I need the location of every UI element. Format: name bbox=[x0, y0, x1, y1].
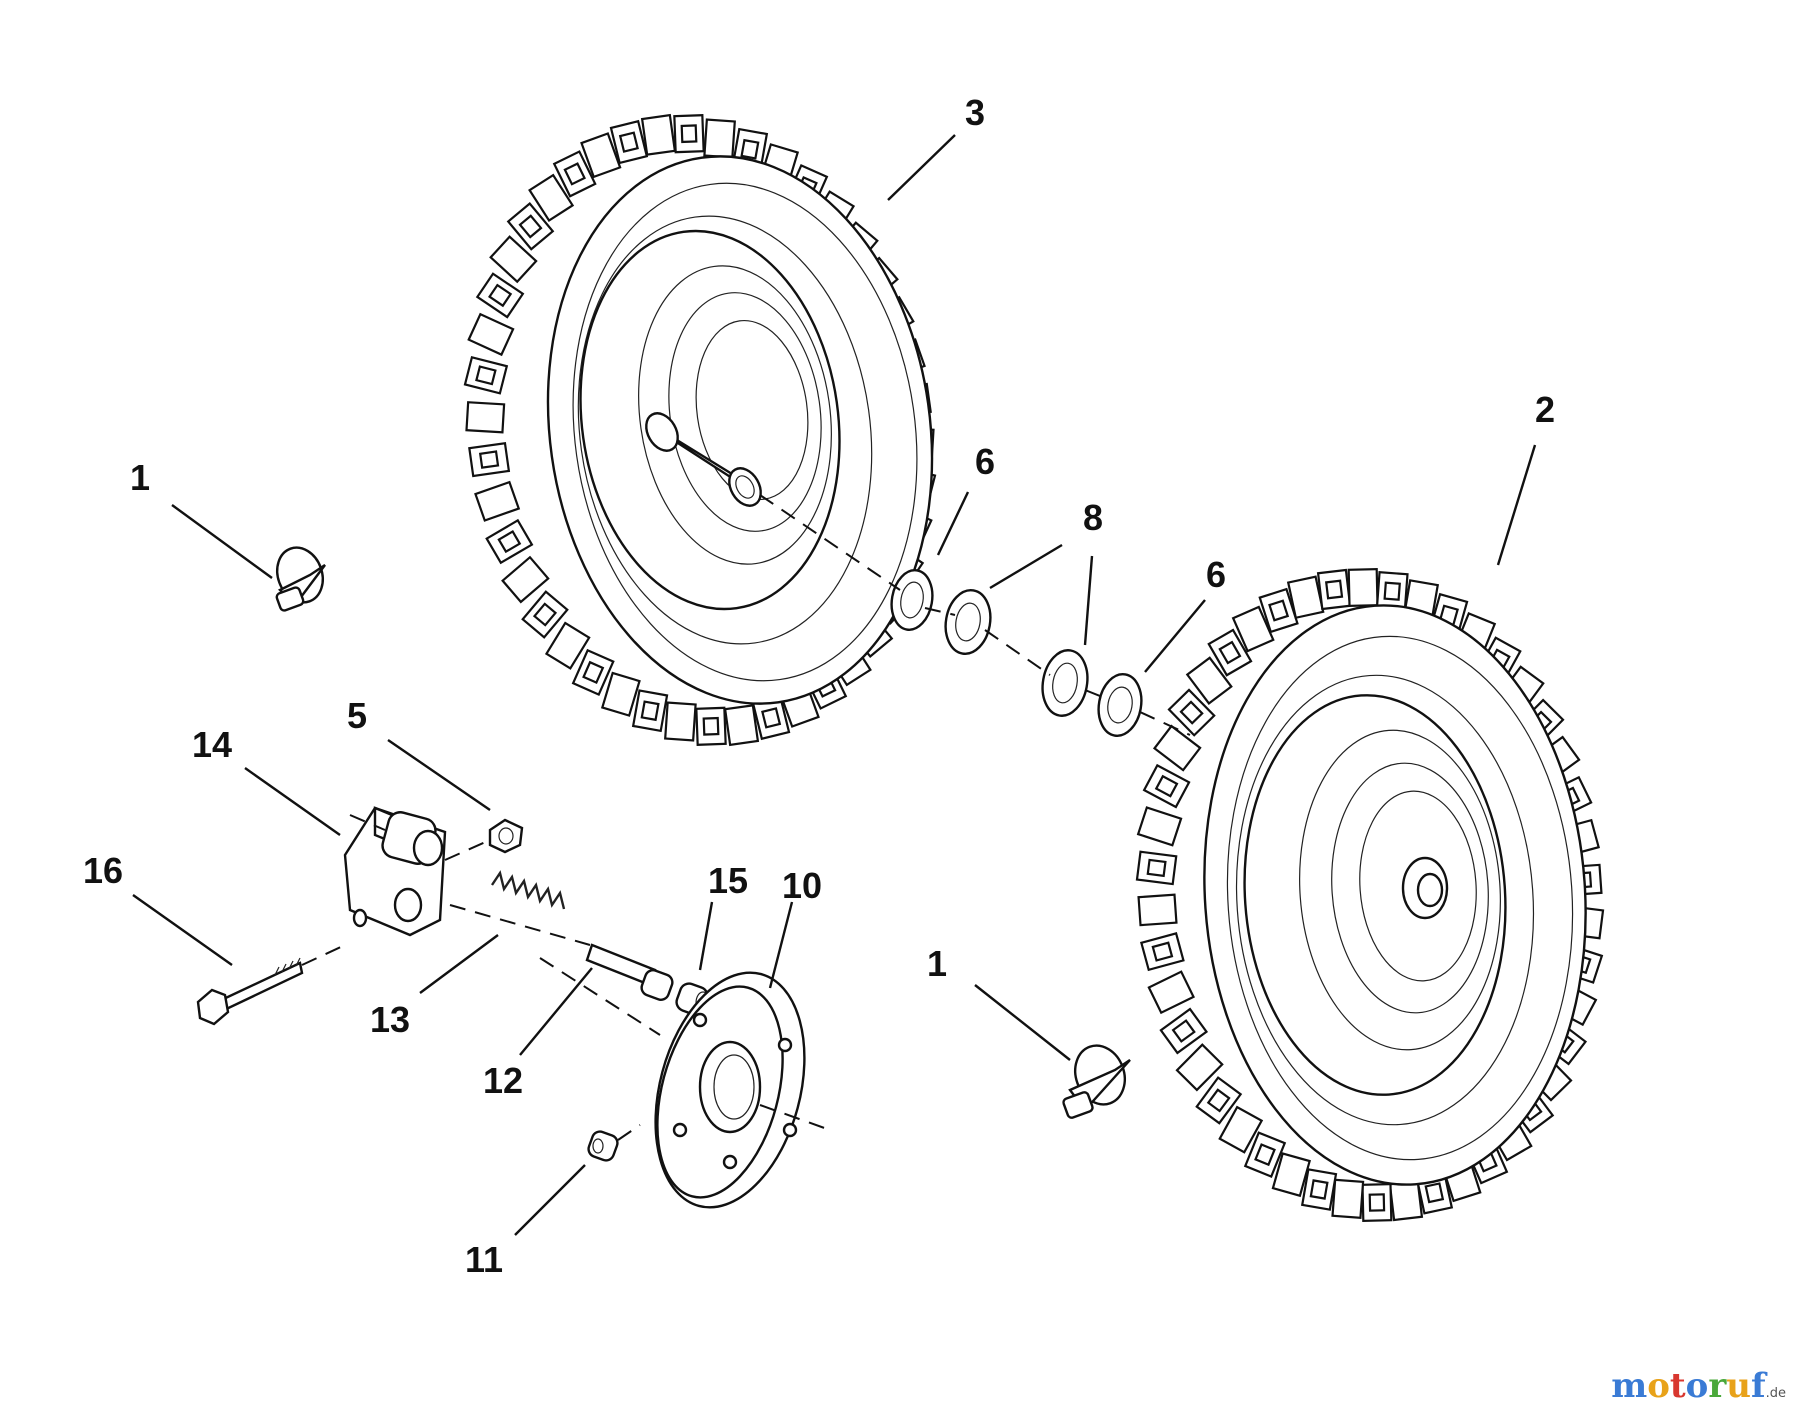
bracket-14 bbox=[343, 806, 447, 937]
washer-6-upper bbox=[890, 569, 934, 631]
tread-lug bbox=[1147, 970, 1195, 1015]
hub-plate-10 bbox=[654, 971, 806, 1209]
tread-lug-groove bbox=[518, 214, 543, 239]
callout-14: 14 bbox=[192, 724, 232, 765]
tread-lug-groove bbox=[640, 700, 660, 722]
tread-lug bbox=[1388, 1179, 1424, 1222]
tread-lug-groove bbox=[1154, 774, 1179, 798]
leader-lines bbox=[132, 134, 1537, 1236]
bolt-16 bbox=[196, 957, 304, 1026]
tread-lug-groove bbox=[488, 283, 513, 308]
callout-13: 13 bbox=[370, 999, 410, 1040]
tread-lug-groove bbox=[532, 602, 558, 627]
tread-lug-groove bbox=[1146, 858, 1167, 878]
tread-lug bbox=[1175, 1043, 1224, 1092]
washer-8-lower bbox=[1041, 649, 1089, 717]
tread-lug-groove bbox=[618, 131, 639, 153]
callout-8: 8 bbox=[1083, 497, 1103, 538]
motoruf-watermark: motoruf.de bbox=[1611, 1366, 1786, 1406]
tread-lug-groove bbox=[1268, 599, 1290, 622]
tread-lug bbox=[1231, 605, 1275, 653]
callout-16: 16 bbox=[83, 850, 123, 891]
tread-lug-groove bbox=[478, 450, 500, 469]
tread-lug-groove bbox=[1254, 1143, 1276, 1167]
tread-lug-groove bbox=[1309, 1179, 1329, 1200]
tread-lug bbox=[474, 480, 521, 522]
tread-lug bbox=[465, 401, 506, 434]
tread-lug-groove bbox=[1206, 1088, 1231, 1113]
tread-lug-groove bbox=[1324, 579, 1344, 600]
set-screw-11 bbox=[587, 1130, 619, 1162]
tread-lug-groove bbox=[582, 660, 605, 684]
callout-1-upper: 1 bbox=[130, 457, 150, 498]
tread-lug bbox=[1286, 575, 1325, 620]
tread-lug bbox=[1136, 806, 1183, 847]
tread-lug-groove bbox=[475, 365, 497, 386]
tread-lug-groove bbox=[1383, 581, 1401, 601]
tread-lug bbox=[1271, 1152, 1312, 1198]
tread-lug-groove bbox=[1171, 1019, 1196, 1043]
washer-8-upper bbox=[944, 589, 992, 655]
callout-12: 12 bbox=[483, 1060, 523, 1101]
spring-13 bbox=[491, 870, 566, 910]
tread-lug bbox=[1218, 1105, 1264, 1154]
callout-15: 15 bbox=[708, 860, 748, 901]
tread-lug-groove bbox=[1179, 700, 1204, 725]
tread-lug-groove bbox=[563, 162, 586, 186]
wheel-2 bbox=[1135, 568, 1605, 1222]
wheel-3 bbox=[463, 113, 937, 747]
tread-lug bbox=[1185, 656, 1233, 705]
tread-lug bbox=[664, 701, 697, 742]
tread-lug bbox=[580, 132, 622, 179]
tread-lug-groove bbox=[1424, 1182, 1445, 1204]
tread-lug-groove bbox=[740, 138, 760, 160]
tread-lug bbox=[600, 671, 641, 717]
nut-5 bbox=[488, 818, 524, 854]
callout-6-lower: 6 bbox=[1206, 554, 1226, 595]
callout-6-upper: 6 bbox=[975, 441, 995, 482]
tread-lug bbox=[703, 118, 736, 159]
pin-12 bbox=[585, 943, 674, 1001]
tread-lug-groove bbox=[1151, 941, 1174, 962]
tread-lug-groove bbox=[702, 716, 720, 736]
tread-lug-groove bbox=[761, 707, 782, 729]
callout-10: 10 bbox=[782, 865, 822, 906]
callout-11: 11 bbox=[465, 1239, 503, 1280]
hitch-pin-lower bbox=[1062, 1044, 1131, 1119]
tread-lug bbox=[1347, 568, 1379, 607]
tread-lug bbox=[1137, 893, 1178, 927]
tread-lug-groove bbox=[1218, 640, 1242, 665]
tread-lug bbox=[640, 113, 677, 156]
tread-lug bbox=[467, 312, 515, 357]
tread-lug bbox=[723, 704, 760, 747]
tread-lug-groove bbox=[497, 530, 522, 554]
tread-lug bbox=[501, 555, 550, 604]
tread-lug-groove bbox=[1368, 1193, 1386, 1212]
callout-3: 3 bbox=[965, 92, 985, 133]
tread-lug bbox=[544, 621, 591, 670]
tread-lug bbox=[528, 173, 575, 223]
tread-lug bbox=[1331, 1178, 1365, 1219]
tread-lug bbox=[489, 235, 538, 284]
hitch-pin-upper bbox=[275, 546, 326, 612]
callout-2: 2 bbox=[1535, 389, 1555, 430]
callout-1-lower: 1 bbox=[927, 943, 947, 984]
tread-lug-groove bbox=[680, 124, 698, 144]
callout-5: 5 bbox=[347, 695, 367, 736]
tread-lug bbox=[1152, 724, 1202, 772]
washer-6-lower bbox=[1097, 673, 1143, 737]
